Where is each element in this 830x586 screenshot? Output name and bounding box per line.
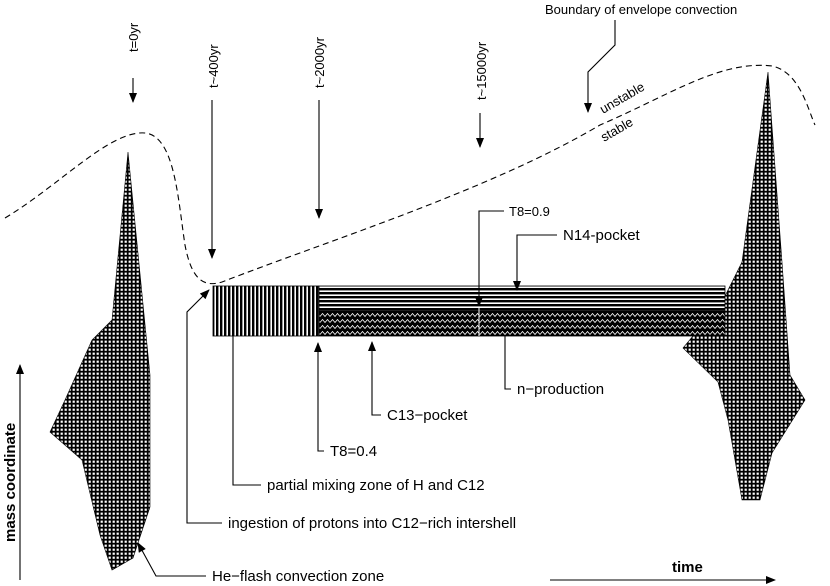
label-he-flash: He−flash convection zone [212, 568, 384, 585]
marker-t15000: t~15000yr [474, 41, 489, 148]
label-t8-09: T8=0.9 [509, 204, 550, 219]
label-stable: stable [598, 114, 636, 144]
label-n14: N14-pocket [563, 227, 641, 244]
arrow-c13 [368, 341, 381, 416]
envelope-boundary-curve [4, 64, 816, 285]
partial-mixing-zone [212, 285, 320, 337]
marker-t400: t~400yr [206, 44, 221, 259]
label-t8-04: T8=0.4 [330, 443, 377, 460]
label-boundary: Boundary of envelope convection [545, 2, 737, 17]
label-time-axis: time [672, 559, 703, 576]
arrow-n14 [513, 234, 557, 291]
arrow-t8-04 [314, 342, 324, 452]
arrow-t8-09 [475, 210, 504, 307]
label-c13: C13−pocket [387, 407, 468, 424]
marker-t2000: t~2000yr [312, 36, 327, 219]
line-n-production [504, 336, 511, 390]
label-ingestion: ingestion of protons into C12−rich inter… [228, 515, 516, 532]
label-mass-axis: mass coordinate [2, 423, 19, 542]
label-t0: t=0yr [126, 22, 141, 52]
label-n-production: n−production [517, 381, 604, 398]
n-production-band [478, 310, 726, 337]
c13-pocket-band [318, 310, 480, 337]
label-t400: t~400yr [206, 44, 221, 88]
marker-t0: t=0yr [126, 22, 141, 103]
arrow-ingestion [186, 289, 222, 524]
label-t15000: t~15000yr [474, 41, 489, 100]
he-flash-zone-left [49, 151, 151, 571]
line-partial-mixing [232, 336, 261, 486]
arrow-boundary [584, 20, 616, 113]
label-t2000: t~2000yr [312, 36, 327, 88]
label-unstable: unstable [597, 79, 647, 117]
arrow-he-flash [137, 542, 206, 577]
n14-pocket-band [318, 285, 726, 312]
label-partial-mixing: partial mixing zone of H and C12 [267, 477, 485, 494]
